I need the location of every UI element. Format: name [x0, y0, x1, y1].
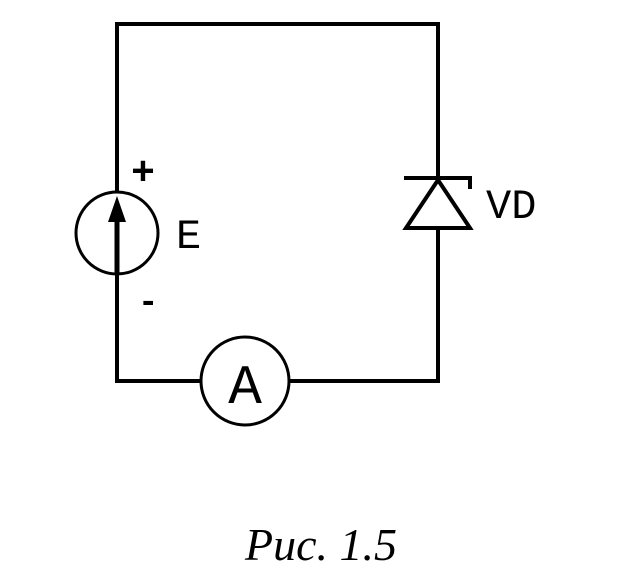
diode-label: VD [486, 183, 536, 231]
voltage-source [74, 190, 160, 276]
diode [402, 176, 474, 230]
voltage-source-arrow-head [108, 196, 126, 222]
ammeter-label: A [228, 356, 262, 420]
figure-caption: Рис. 1.5 [244, 519, 397, 570]
ammeter: A [199, 335, 291, 427]
source-label: E [176, 213, 201, 261]
diode-triangle [402, 176, 474, 230]
circuit-wires [115, 22, 440, 383]
source-minus-sign: - [138, 285, 158, 323]
ammeter-circle [199, 335, 291, 427]
source-plus-sign: + [131, 152, 155, 197]
